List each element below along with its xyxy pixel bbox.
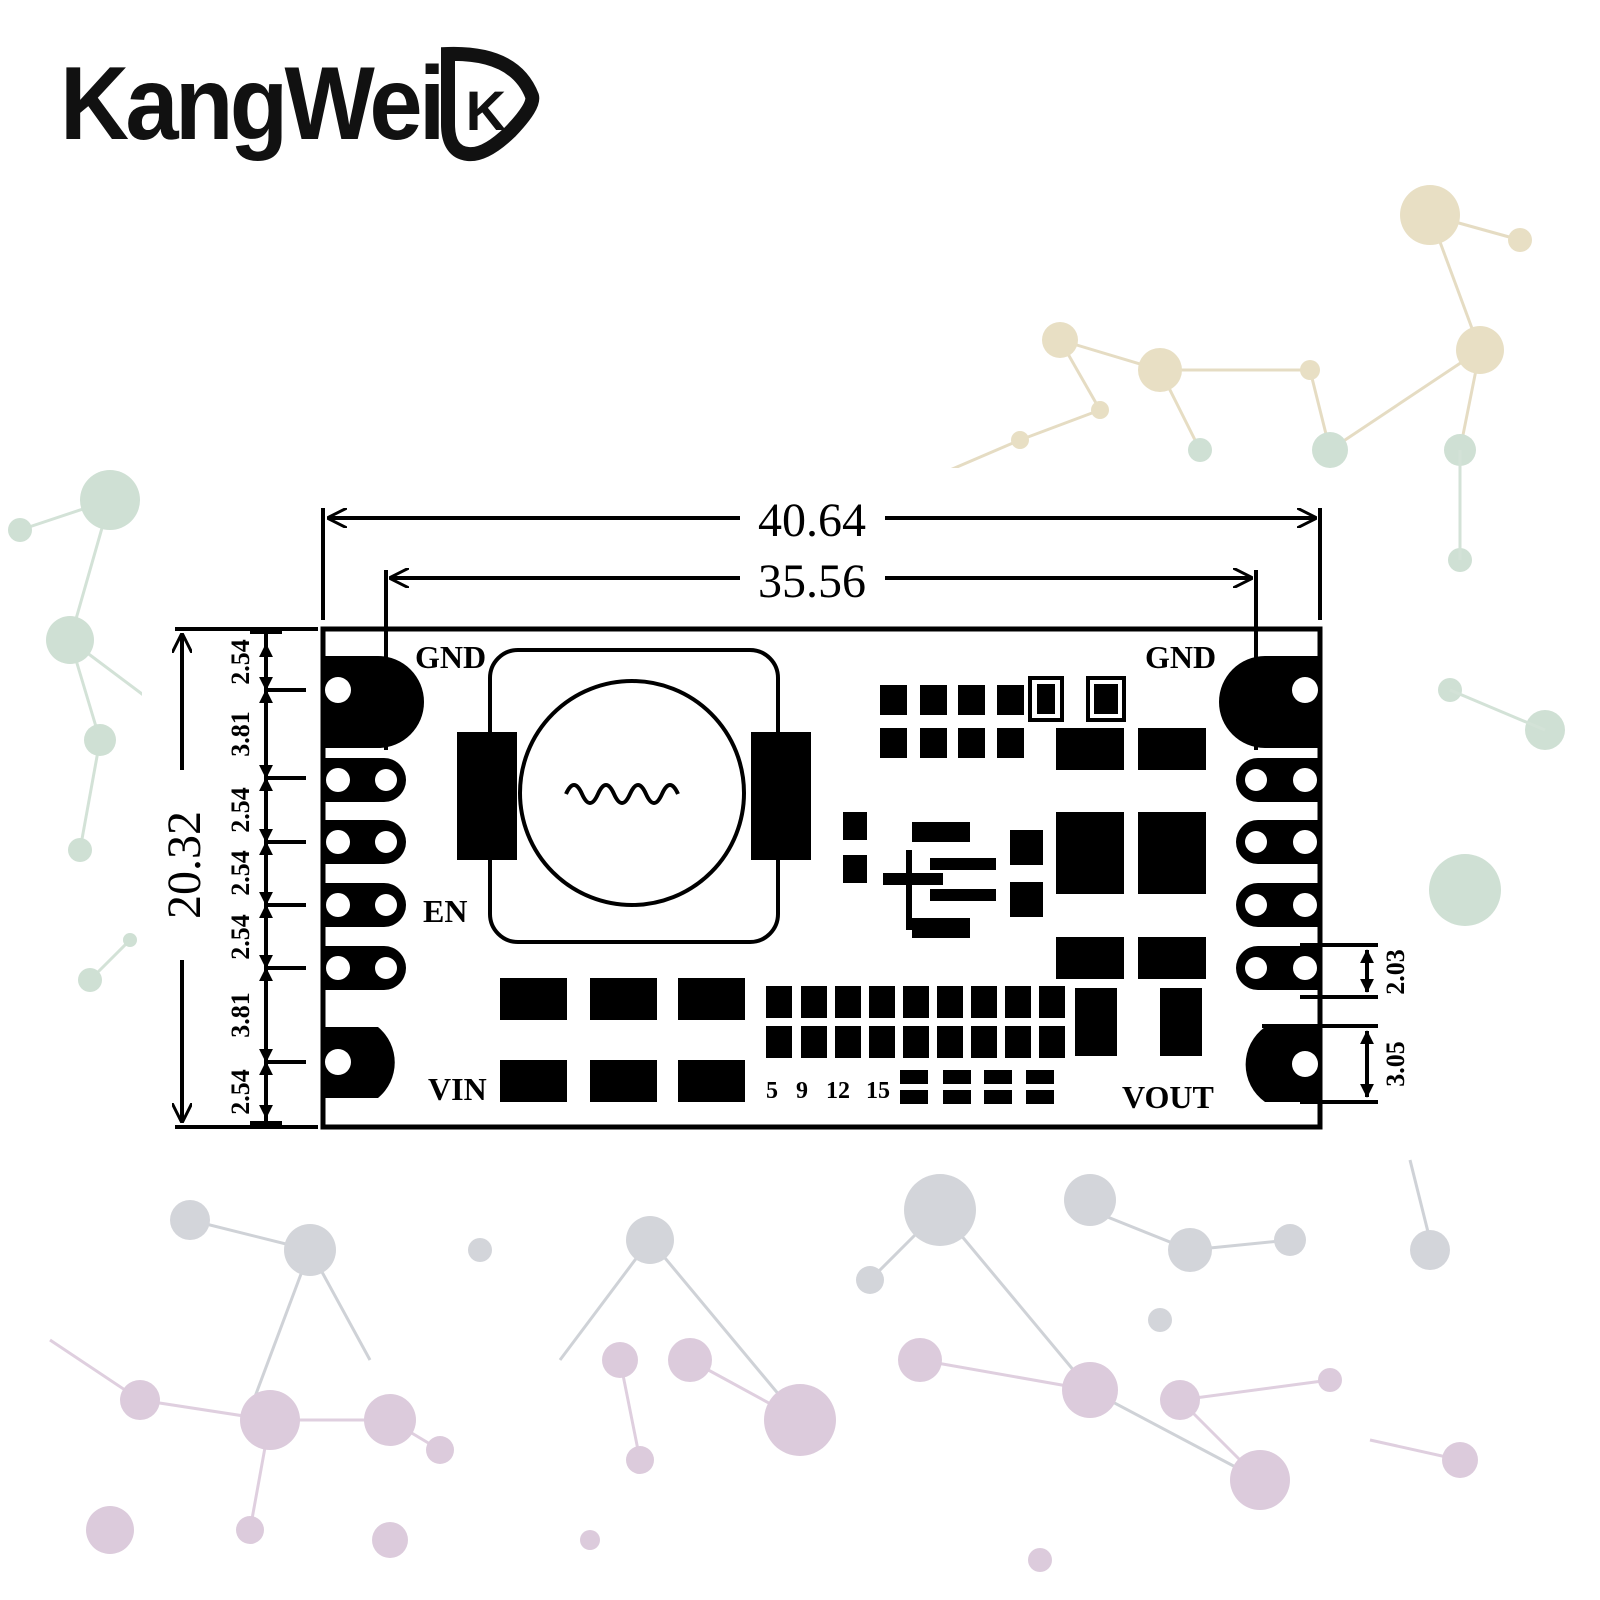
pin-vout xyxy=(1245,1027,1320,1102)
brand-logo-text: KangWei xyxy=(60,46,445,162)
left-pitch-labels: 2.54 3.81 2.54 2.54 2.54 3.81 2.54 xyxy=(226,639,255,1115)
pin-gnd-right xyxy=(1219,656,1320,748)
pin-r2 xyxy=(1236,758,1320,802)
pin-r4 xyxy=(1236,883,1320,927)
label-vin: VIN xyxy=(428,1071,487,1107)
pin-2 xyxy=(323,758,406,802)
pitch-label: 2.54 xyxy=(226,850,255,896)
dim-width-pins-label: 35.56 xyxy=(758,555,866,608)
pin-en xyxy=(323,883,406,927)
pitch-label: 3.81 xyxy=(226,711,255,757)
pin-3 xyxy=(323,820,406,864)
pin-gnd-left xyxy=(323,656,424,748)
label-en: EN xyxy=(423,893,467,929)
pitch-label: 2.54 xyxy=(226,914,255,960)
capacitor-pads xyxy=(500,978,745,1102)
voltage-select-jumpers xyxy=(900,1070,1054,1104)
label-vout: VOUT xyxy=(1122,1079,1214,1115)
voltage-option-label: 12 xyxy=(826,1078,850,1104)
dim-height-overall-label: 20.32 xyxy=(158,811,211,919)
label-gnd-right: GND xyxy=(1145,639,1216,675)
pcb-outline xyxy=(320,626,1323,1130)
brand-badge-icon: K xyxy=(441,46,540,162)
pitch-label-right: 2.03 xyxy=(1381,949,1410,995)
dimension-left-pitch-chain xyxy=(250,630,306,1125)
resistor-array xyxy=(766,986,1065,1058)
pitch-label: 2.54 xyxy=(226,1069,255,1115)
dim-width-overall-label: 40.64 xyxy=(758,494,866,547)
pitch-label-right: 3.05 xyxy=(1381,1041,1410,1087)
voltage-option-label: 15 xyxy=(866,1078,890,1104)
dimension-right-pitches xyxy=(1262,943,1378,1104)
dimension-width-pins: 35.56 xyxy=(384,555,1258,750)
pin-5 xyxy=(323,946,406,990)
dimension-height-overall: 20.32 xyxy=(158,627,318,1129)
smd-components xyxy=(843,676,1206,1056)
voltage-select-labels: 5 9 12 15 xyxy=(766,1078,890,1104)
pitch-label: 3.81 xyxy=(226,992,255,1038)
pitch-label: 2.54 xyxy=(226,639,255,685)
pin-r3 xyxy=(1236,820,1320,864)
dimension-width-overall: 40.64 xyxy=(321,494,1322,620)
voltage-option-label: 9 xyxy=(796,1078,808,1104)
left-pin-header xyxy=(323,656,424,1098)
pin-r5 xyxy=(1236,946,1320,990)
ic-chip xyxy=(883,822,996,938)
brand-badge-letter: K xyxy=(466,79,506,142)
label-gnd-left: GND xyxy=(415,639,486,675)
pin-vin xyxy=(323,1027,395,1098)
inductor-coil-icon xyxy=(564,783,680,805)
right-pin-header xyxy=(1219,656,1320,1102)
pitch-label: 2.54 xyxy=(226,787,255,833)
voltage-option-label: 5 xyxy=(766,1078,778,1104)
inductor-component xyxy=(457,648,811,944)
